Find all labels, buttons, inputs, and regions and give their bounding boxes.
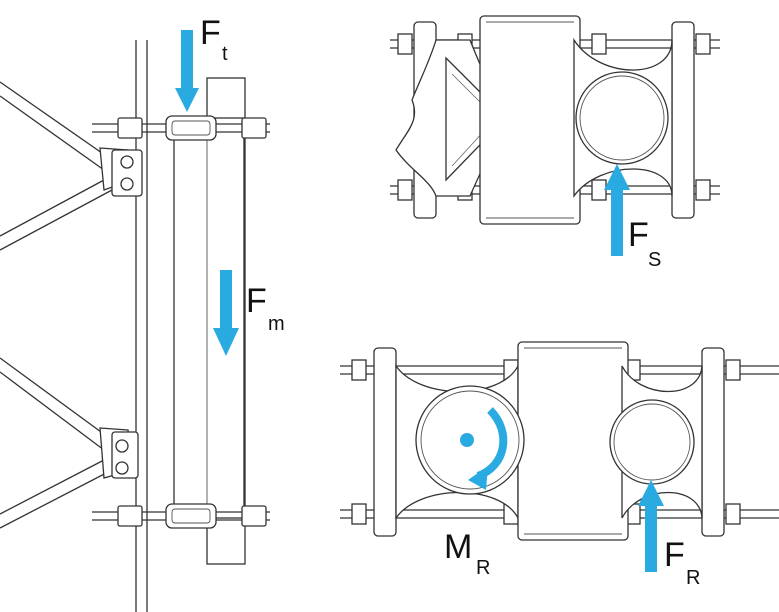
label-fm-main: F [246,282,267,320]
force-arrow-fm [213,270,239,356]
label-ft-sub: t [222,43,228,65]
label-fr-main: F [664,536,685,574]
lower-u-bolt [92,503,270,529]
label-fm-sub: m [268,313,285,335]
plan-view-top [390,15,720,225]
upper-lattice-braces [0,81,143,251]
label-mr-main: M [444,528,472,566]
label-fs-main: F [628,216,649,254]
clamp-plate-side [173,117,245,519]
side-view-assembly [0,40,270,612]
upper-u-bolt [92,115,270,141]
force-arrow-ft [175,30,199,112]
force-arrow-fs [604,164,630,256]
label-fr-sub: R [686,567,700,589]
curved-rotation-arrow-icon [460,407,508,490]
label-mr-sub: R [476,557,490,579]
tube-plan-top [575,71,669,165]
small-tube-plan [609,399,695,485]
plan-view-bottom [340,341,779,541]
lower-lattice-braces [0,357,139,529]
label-ft-main: F [200,14,221,52]
force-arrow-fr [638,480,664,572]
label-fs-sub: S [648,249,661,271]
